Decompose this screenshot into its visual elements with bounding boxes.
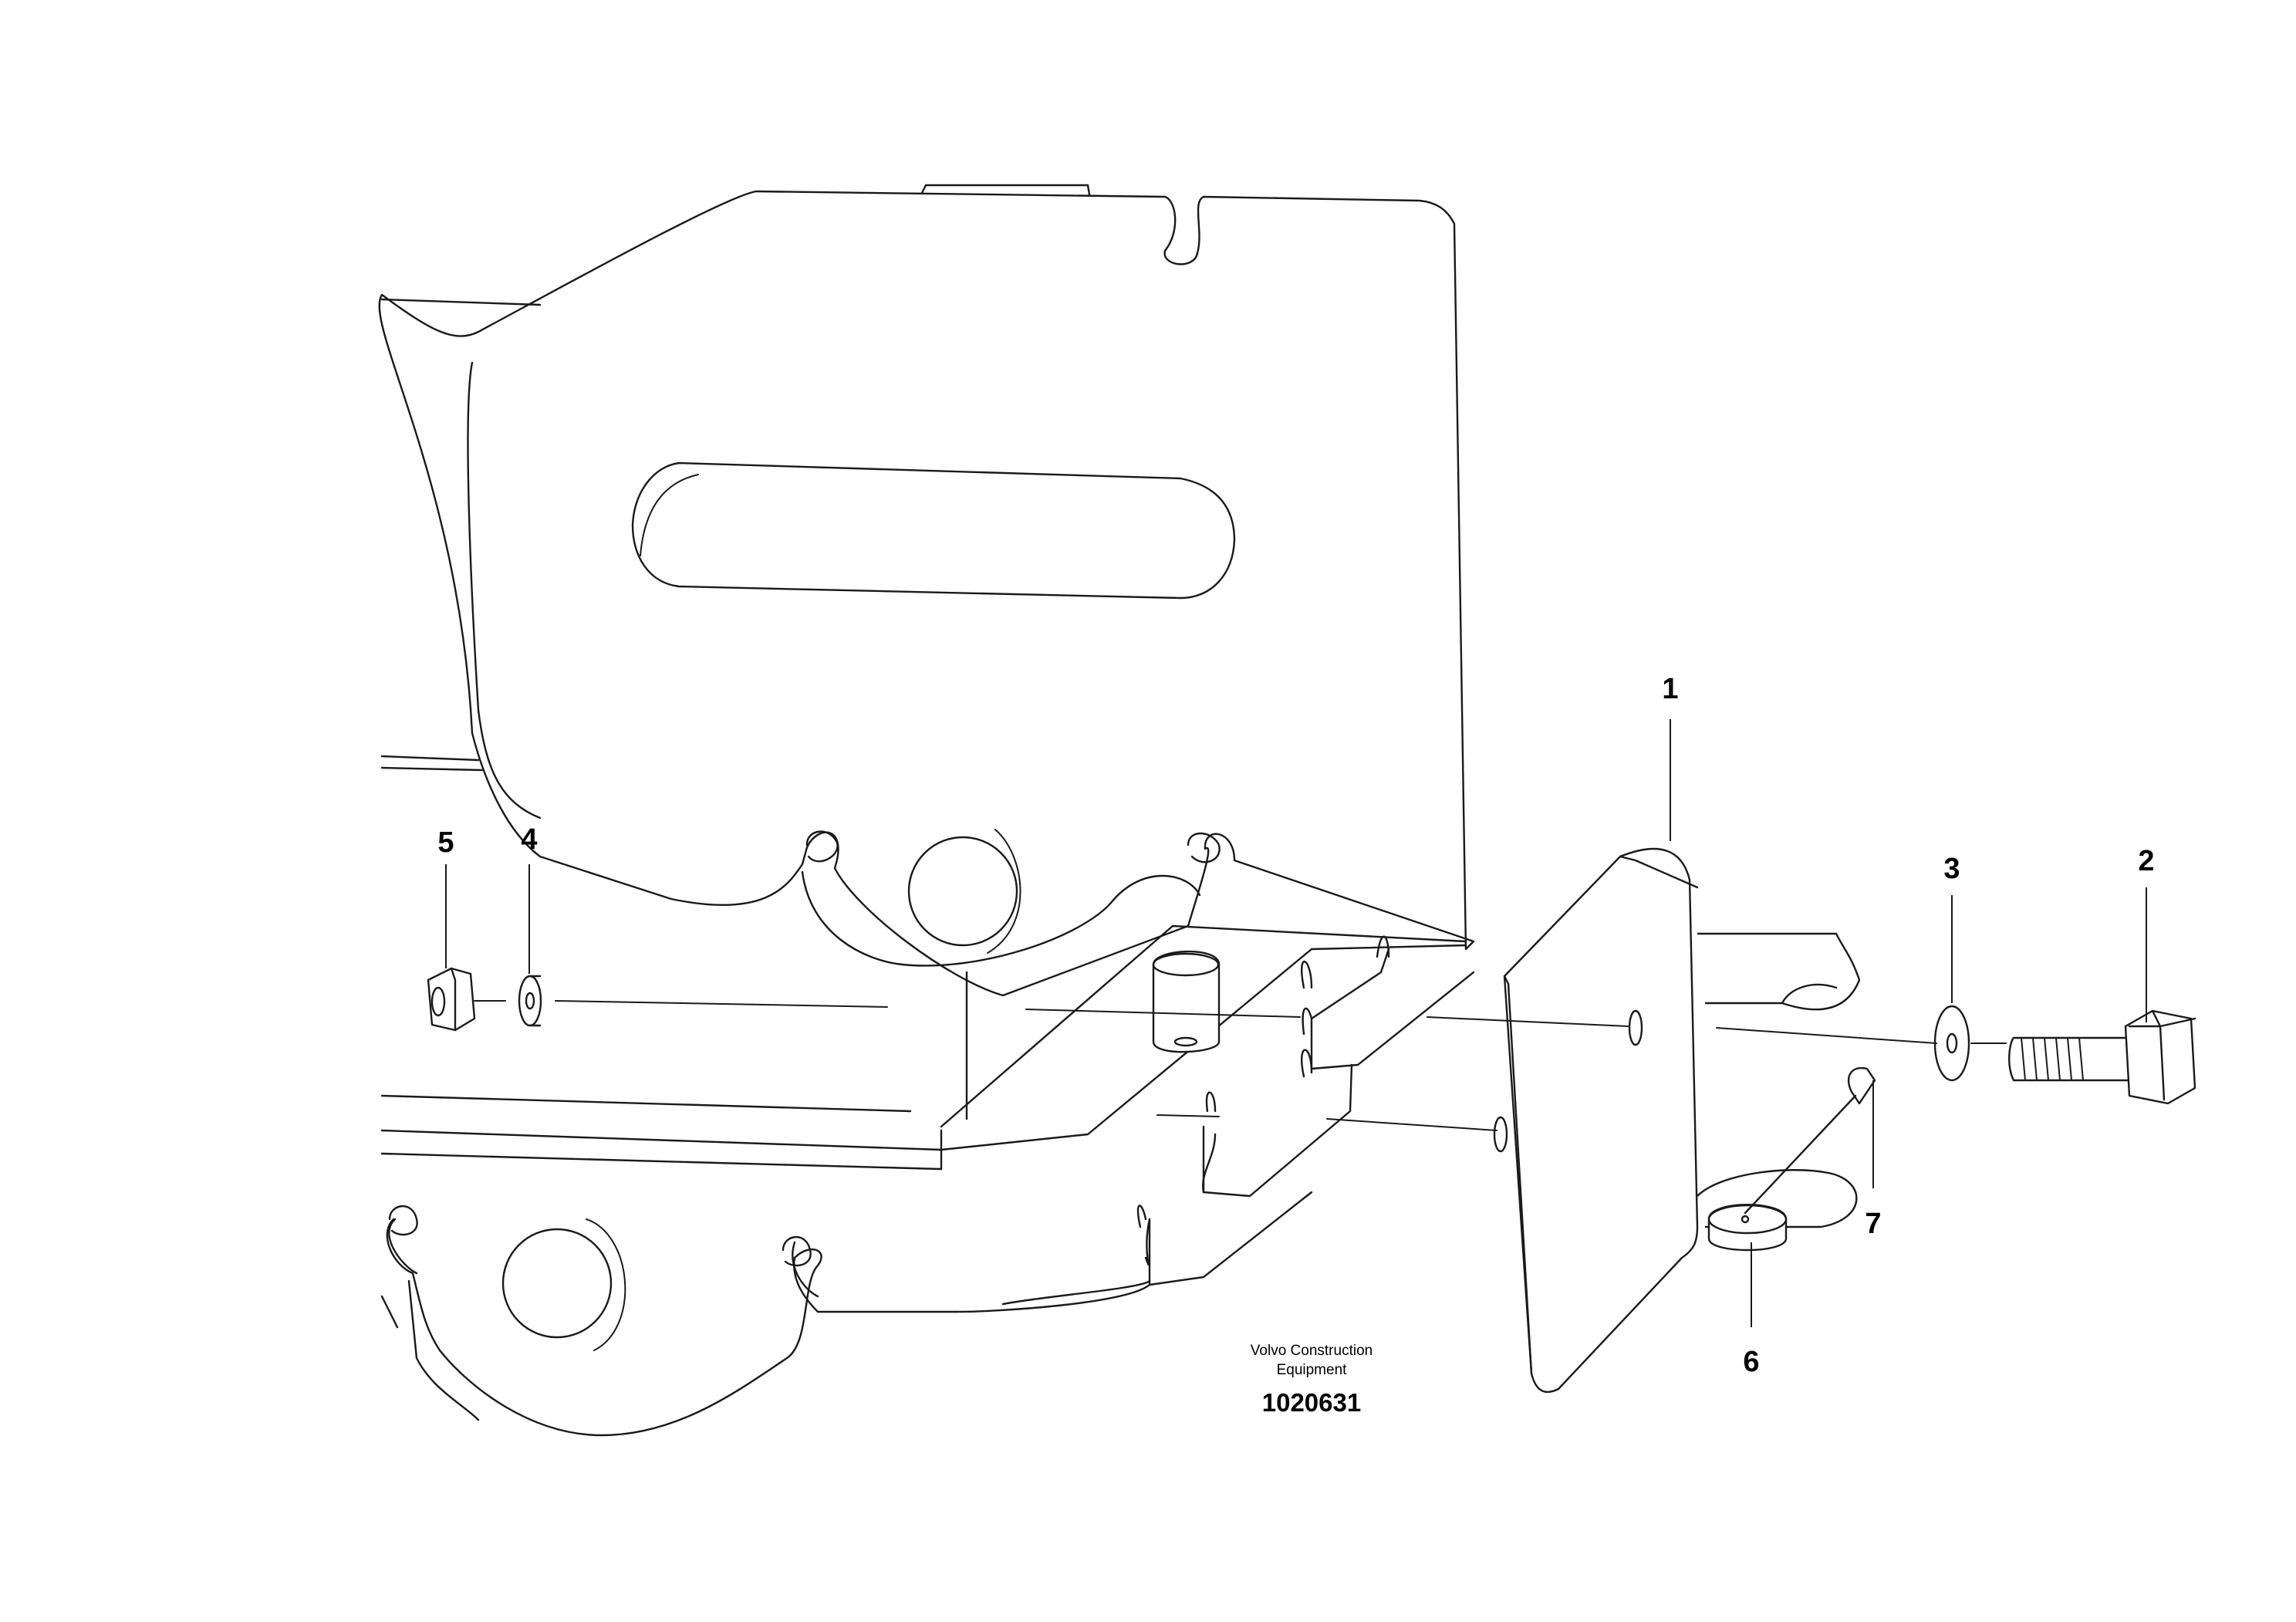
drawing-caption: Volvo Construction Equipment 1020631: [1251, 1343, 1373, 1417]
callout-7: 7: [1865, 1208, 1881, 1240]
caption-company-line1: Volvo Construction: [1251, 1343, 1373, 1359]
assembly-lines: [474, 1000, 2007, 1131]
boom-frame: [378, 184, 1475, 1437]
callout-5: 5: [437, 826, 454, 859]
part-2-bolt: [2008, 1009, 2196, 1105]
caption-drawing-number: 1020631: [1262, 1388, 1361, 1417]
part-1-mounting-plate: [1493, 847, 1861, 1394]
caption-company-line2: Equipment: [1277, 1362, 1348, 1378]
callout-leaders: [445, 719, 2147, 1327]
part-5-nut: [427, 967, 476, 1032]
callout-3: 3: [1943, 853, 1960, 885]
callout-1: 1: [1662, 673, 1678, 705]
callout-2: 2: [2138, 845, 2154, 877]
part-3-washer: [1933, 1005, 1970, 1082]
callout-4: 4: [521, 823, 537, 856]
part-4-washer: [518, 975, 542, 1027]
part-7-cotter-pin: [1744, 1066, 1876, 1215]
callout-6: 6: [1743, 1346, 1759, 1378]
